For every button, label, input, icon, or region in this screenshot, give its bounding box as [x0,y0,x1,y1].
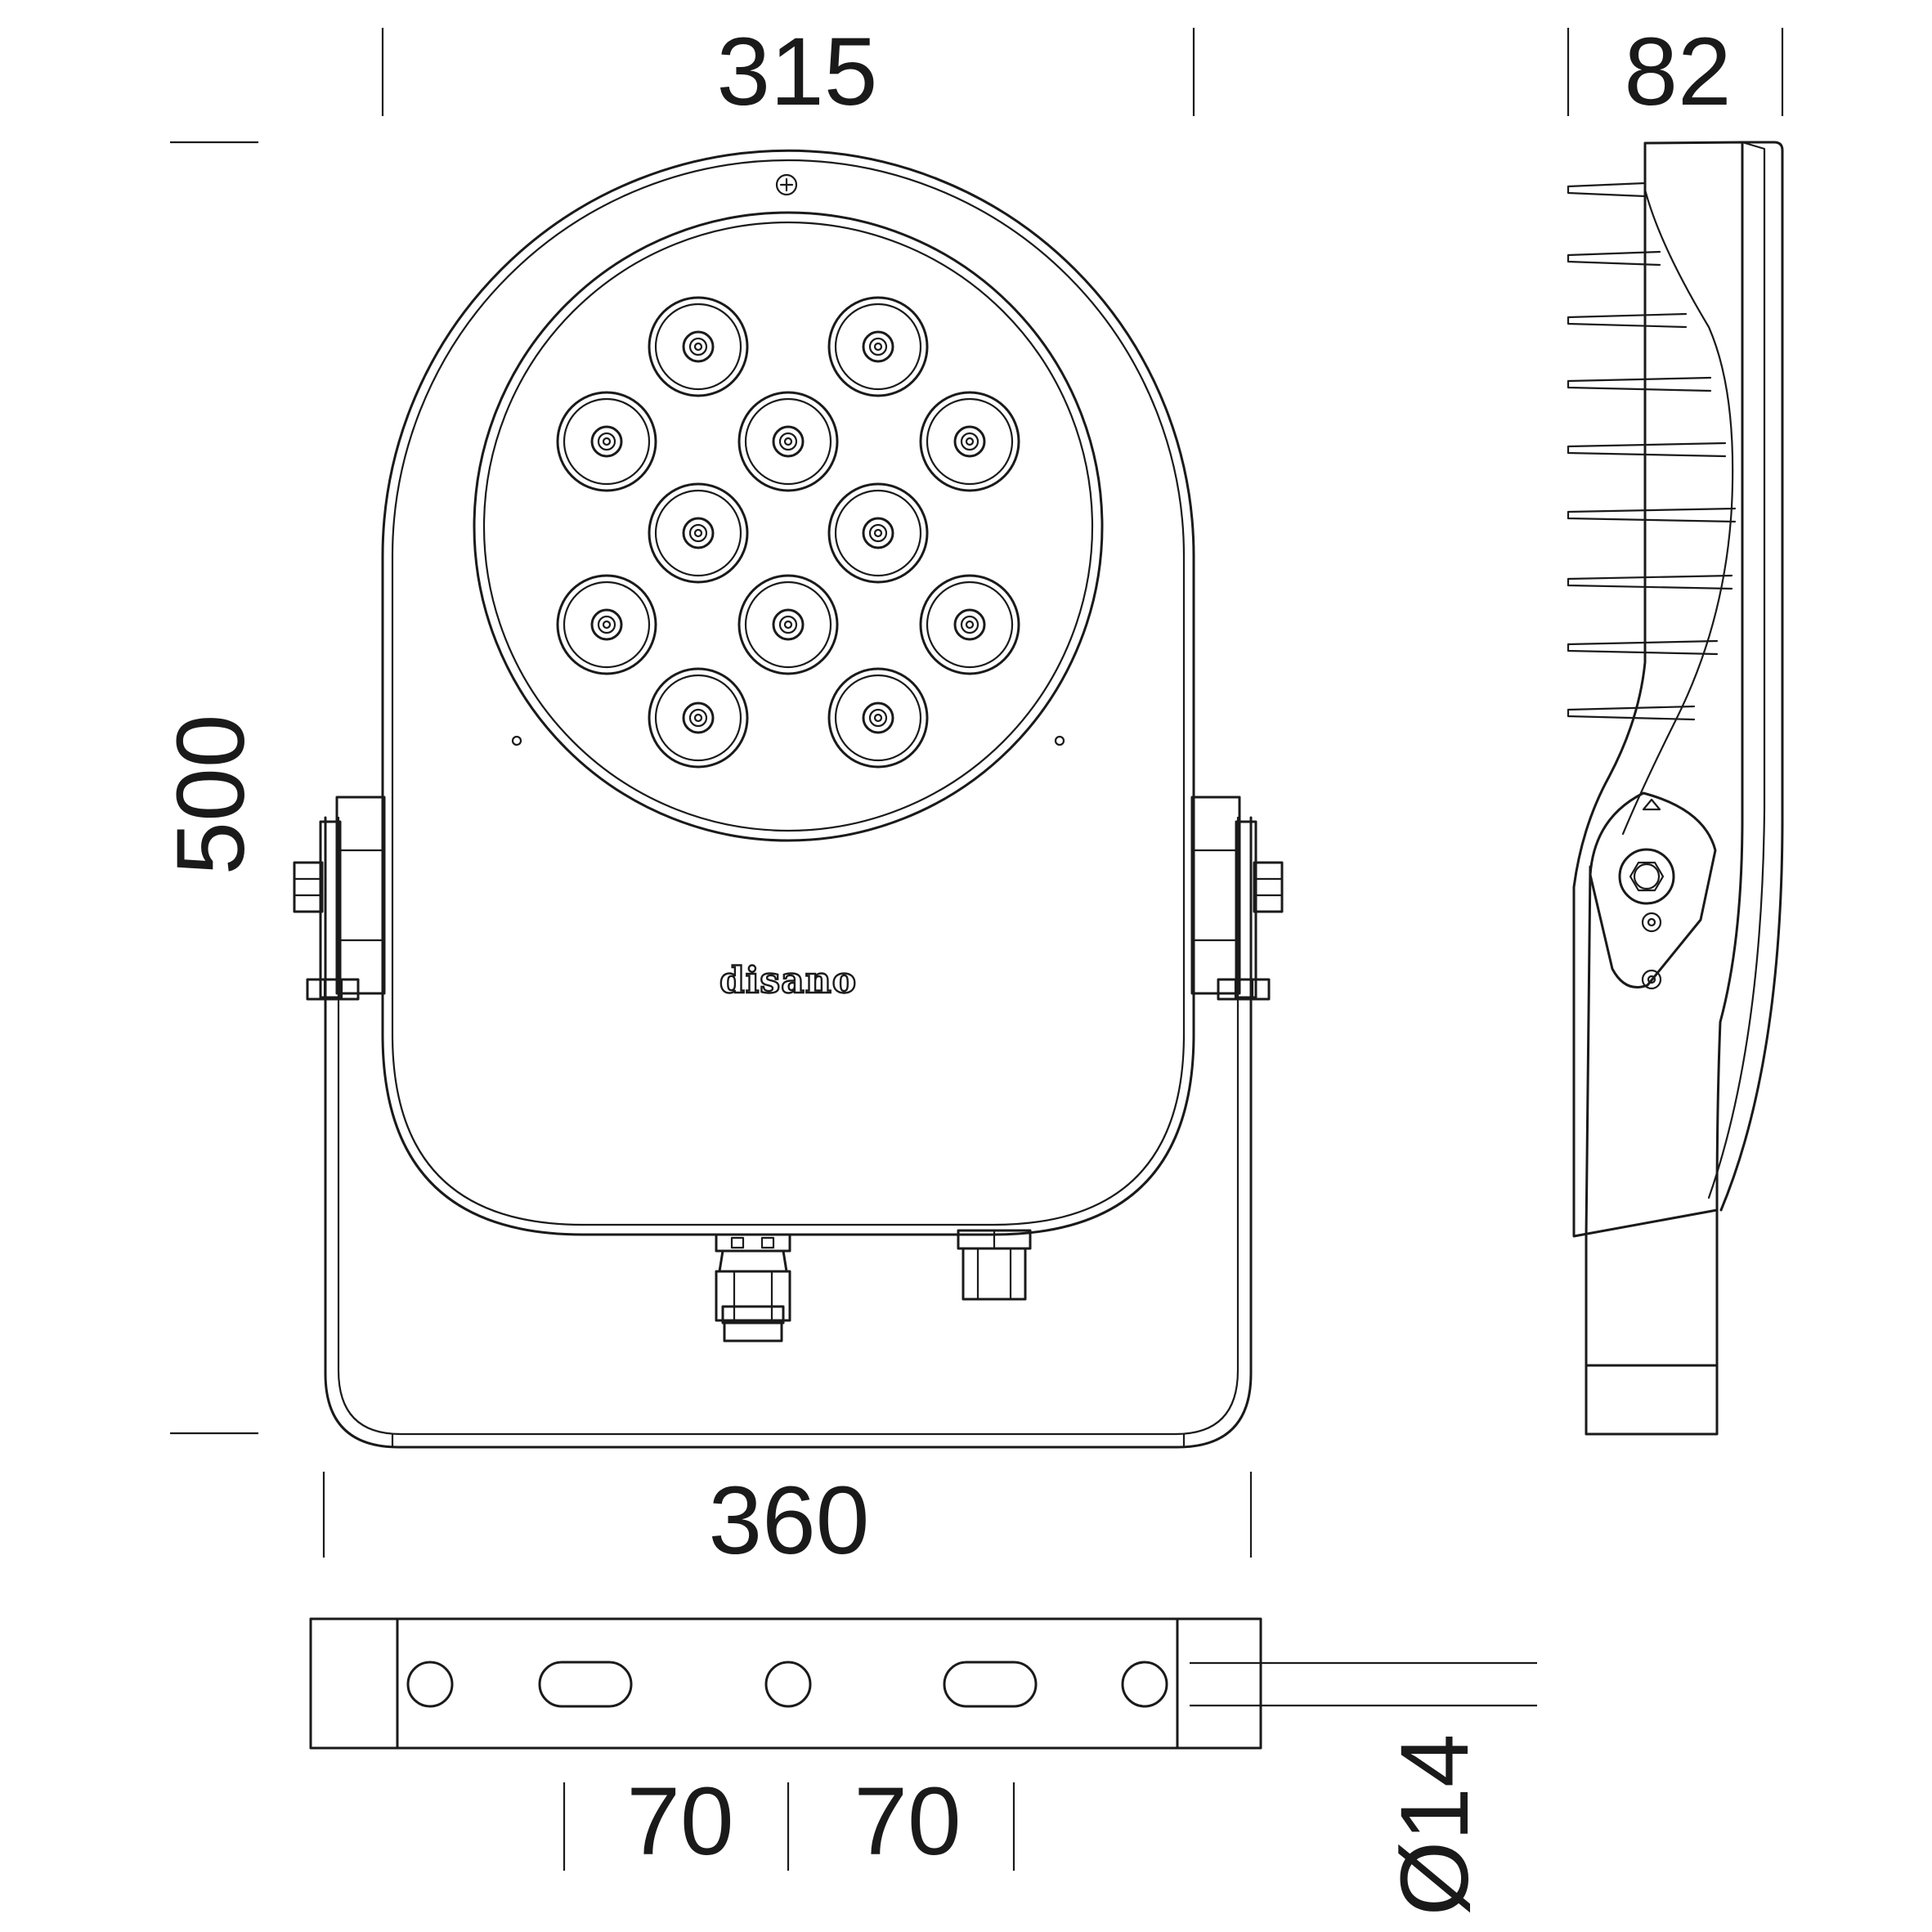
led-lens-icon [648,296,749,397]
bracket-width-label: 360 [709,1467,870,1575]
led-lens-icon [556,574,657,675]
side-depth-label: 82 [1624,18,1731,126]
base-slot-2 [943,1661,1038,1708]
heat-sink-fin [1567,639,1719,656]
lens-window-outer [473,211,1104,842]
side-screw-b [1641,969,1662,990]
u-bracket-inner [337,816,1239,1436]
u-bracket-outer [324,816,1253,1449]
led-lens-icon [919,574,1020,675]
led-lens-icon [648,667,749,769]
mount-hole-left [511,735,522,746]
front-view: disano [293,149,1284,1449]
base-hole-1 [406,1661,454,1708]
dimension-bracket-width: 360 [322,1467,1253,1575]
led-lens-icon [827,667,929,769]
heat-sink-fin [1567,250,1661,267]
side-housing-back [1572,141,1744,1238]
side-pivot-bolt-icon [1618,848,1675,905]
cable-gland-right [957,1229,1032,1301]
base-slot-1 [538,1661,633,1708]
lock-screw-left [306,978,360,1001]
led-lens-icon [556,391,657,492]
mount-hole-right [1054,735,1065,746]
side-screw-a [1641,912,1662,933]
led-lens-icon [827,296,929,397]
lock-screw-right [1217,978,1271,1001]
heat-sink-fins [1567,182,1737,721]
dimension-hole-spacing: 70 70 [563,1768,1015,1876]
disano-logo: disano [719,960,857,1002]
hole-spacing-right-label: 70 [854,1768,961,1876]
side-pivot-plate [1589,791,1717,988]
pivot-bolt-right [1253,861,1284,913]
side-front-panel [1719,141,1784,1212]
hole-spacing-left-label: 70 [626,1768,733,1876]
side-view [1567,141,1784,1436]
base-hole-3 [1121,1661,1168,1708]
dimension-side-depth: 82 [1567,18,1784,126]
heat-sink-fin [1567,376,1712,392]
base-hole-2 [764,1661,812,1708]
led-lens-icon [827,482,929,584]
led-lens-icon [737,391,839,492]
pivot-bolt-left [293,861,324,913]
side-bracket-base [1585,1364,1719,1436]
front-width-label: 315 [717,18,878,126]
led-lens-icon [648,482,749,584]
dimension-height: 500 [157,141,265,1435]
led-lens-icon [737,574,839,675]
top-screw-icon [775,173,798,196]
heat-sink-fin [1567,507,1737,523]
dimension-front-width: 315 [381,18,1195,126]
cable-gland-left [715,1233,791,1343]
bracket-base-plan [309,1617,1537,1750]
height-label: 500 [157,715,265,876]
heat-sink-fin [1567,312,1688,329]
heat-sink-fin [1567,442,1727,458]
heat-sink-fin [1567,705,1696,721]
housing-inner-edge [391,159,1186,1226]
heat-sink-fin [1567,574,1733,590]
housing-outline [381,149,1195,1236]
hole-diameter-label: Ø14 [1381,1733,1489,1916]
lens-window-inner [482,221,1094,832]
heat-sink-fin [1567,182,1647,198]
led-array [556,296,1020,769]
led-lens-icon [919,391,1020,492]
